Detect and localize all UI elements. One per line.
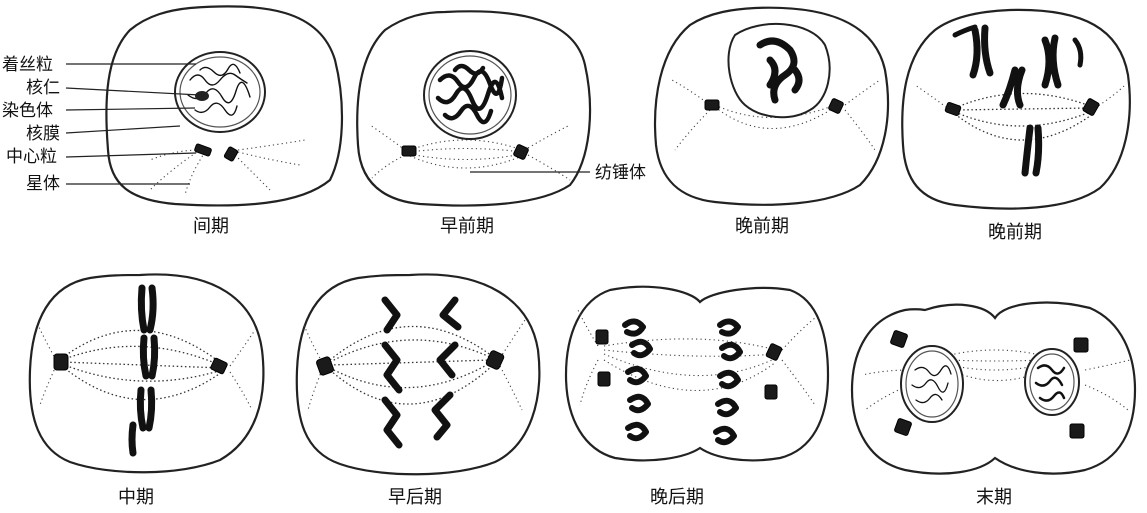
label-aster: 星体: [26, 174, 60, 194]
cell-early-prophase: 纺锤体: [357, 11, 646, 205]
centriole-left-b: [598, 372, 610, 386]
centriole-right-a: [1074, 338, 1088, 352]
cell-telophase: [852, 303, 1135, 474]
label-spindle: 纺锤体: [595, 163, 646, 183]
centriole-left: [402, 146, 416, 156]
label-chromosome: 染色体: [2, 101, 53, 121]
cell-late-anaphase: [566, 287, 828, 461]
label-nuclear-membrane: 核膜: [26, 124, 60, 144]
caption-early-anaphase: 早后期: [388, 487, 442, 508]
label-centriole: 中心粒: [6, 147, 57, 167]
cell-interphase: [106, 6, 342, 205]
caption-metaphase: 中期: [118, 487, 154, 508]
cell-metaphase: [30, 274, 264, 472]
centriole-left-a: [596, 330, 608, 344]
cell-late-prophase-b: [902, 10, 1130, 209]
caption-telophase: 末期: [976, 487, 1012, 508]
caption-late-prophase-a: 晚前期: [735, 216, 789, 237]
cell-early-anaphase: [297, 274, 540, 474]
caption-late-anaphase: 晚后期: [650, 487, 704, 508]
centriole-left: [705, 100, 719, 110]
nucleus-left: [901, 346, 963, 422]
caption-interphase: 间期: [193, 216, 229, 237]
caption-late-prophase-b: 晚前期: [988, 222, 1042, 243]
centriole-left: [54, 354, 68, 370]
nucleus-right: [1025, 349, 1079, 415]
nucleolus: [195, 91, 209, 101]
label-nucleolus: 核仁: [26, 78, 60, 98]
centriole-right-b: [765, 385, 777, 399]
cell-late-prophase-a: [655, 8, 888, 205]
nucleus: [728, 24, 829, 117]
label-centromere: 着丝粒: [2, 55, 53, 75]
caption-early-prophase: 早前期: [440, 216, 494, 237]
centriole-right-b: [1070, 424, 1084, 438]
